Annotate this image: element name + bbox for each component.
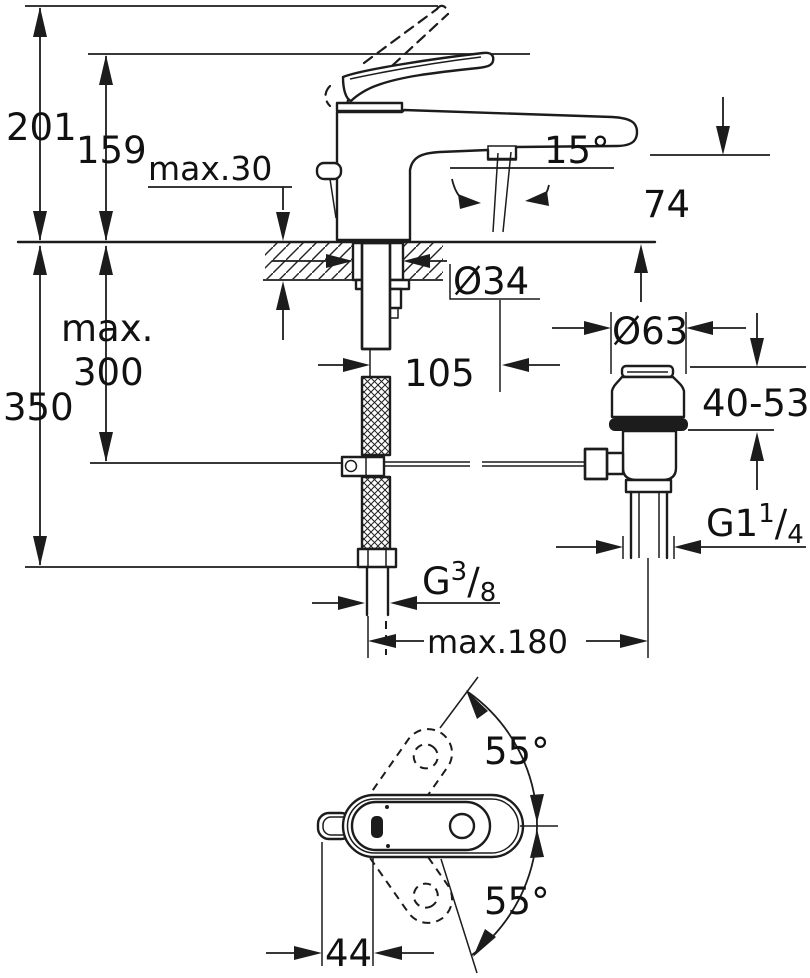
supply-hose-lower <box>362 477 390 549</box>
dim-rod-offset: 44 <box>266 842 434 975</box>
waste-flange <box>610 375 686 419</box>
supply-pipe <box>365 565 390 617</box>
dim-deck-thickness: max.30 <box>148 149 292 340</box>
dim-55-lower-label: 55° <box>484 880 550 923</box>
mounting-and-hoses <box>340 241 411 655</box>
dim-hose-length: 350 <box>3 245 74 566</box>
dim-55-upper-label: 55° <box>484 730 550 773</box>
dim-lever-height: 159 <box>76 55 147 241</box>
dim-max180-label: max.180 <box>427 623 568 661</box>
popup-rod-knob <box>315 161 343 181</box>
faucet-top-view: 55° 55° 44 <box>266 676 558 975</box>
dim-15deg-label: 15° <box>544 129 610 172</box>
dim-d63-label: Ø63 <box>612 310 688 353</box>
dim-g114-label: G11/4 <box>706 499 804 550</box>
dim-350-label: 350 <box>3 386 74 429</box>
waste-tailpipe <box>629 490 669 560</box>
g38-base: G <box>422 560 451 603</box>
swivel-arcs <box>439 676 544 974</box>
g38-slash: / <box>467 560 480 603</box>
supply-hose-middle <box>362 377 390 455</box>
supply-hose-upper <box>360 241 392 351</box>
dim-flange-diameter: Ø63 <box>552 310 746 374</box>
dim-105-label: 105 <box>404 352 475 395</box>
water-stream <box>492 151 512 233</box>
g38-sup: 3 <box>451 557 468 587</box>
g38-sub: 8 <box>480 578 497 608</box>
popup-rod-horizontal <box>384 461 586 467</box>
waste-rod-stub <box>605 451 625 476</box>
waste-knurled-knob <box>583 447 609 481</box>
dim-total-height: 201 <box>6 7 77 241</box>
dim-spout-height: 74 <box>634 97 770 302</box>
waste-valve-body <box>621 429 678 482</box>
dim-201-label: 201 <box>6 106 77 149</box>
dim-4053-label: 40-53 <box>702 382 810 425</box>
dim-max-label: max. <box>61 307 153 350</box>
dim-mount-depth: max. 300 <box>61 245 153 462</box>
waste-coupling <box>624 478 673 494</box>
g114-sup: 1 <box>758 499 775 529</box>
rod-clamp <box>340 455 386 478</box>
waste-gasket <box>609 418 688 431</box>
faucet-side-view <box>315 4 639 242</box>
hose-coupling-nut <box>356 547 398 569</box>
dim-159-label: 159 <box>76 129 147 172</box>
g114-slash: / <box>775 502 788 545</box>
dim-74-label: 74 <box>643 183 690 226</box>
dim-hole-diameter: Ø34 <box>272 254 540 303</box>
swivel-outline-upper <box>351 728 454 852</box>
dim-waste-height: 40-53 <box>688 313 810 490</box>
dim-d34-label: Ø34 <box>453 260 529 303</box>
dim-g38-label: G3/8 <box>422 557 496 608</box>
aerator-top <box>448 812 476 840</box>
reference-lines <box>16 5 657 568</box>
lever <box>341 51 495 103</box>
g114-sub: 4 <box>787 520 804 550</box>
aerator <box>487 145 517 161</box>
dim-spray-angle: 15° <box>450 129 614 172</box>
dim-supply-thread: G3/8 <box>312 557 500 610</box>
popup-waste-assembly <box>583 364 688 658</box>
stream-angle-arcs <box>451 178 550 209</box>
cartridge-cap <box>335 101 404 113</box>
dim-44-label: 44 <box>325 932 372 975</box>
g114-base: G1 <box>706 502 758 545</box>
dim-max30-label: max.30 <box>148 149 272 188</box>
dim-waste-reach: max.180 <box>367 616 648 661</box>
logo-mark <box>371 816 383 838</box>
dim-waste-thread: G11/4 <box>556 499 806 554</box>
lever-raised-dashed <box>324 4 450 113</box>
spout-body <box>335 108 639 242</box>
lever-top <box>350 800 492 852</box>
dim-300-label: 300 <box>73 351 144 394</box>
dim-projection: 105 <box>318 300 560 395</box>
